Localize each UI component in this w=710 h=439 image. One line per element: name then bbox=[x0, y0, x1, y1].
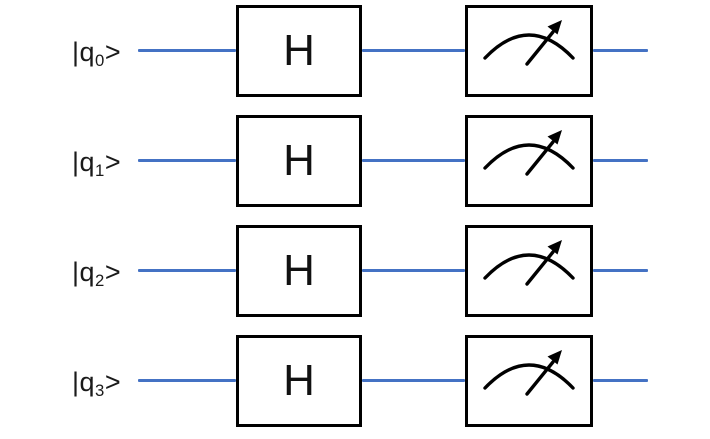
qubit-row: |q1> H bbox=[0, 115, 710, 207]
qubit-wire-segment bbox=[362, 379, 465, 382]
qubit-index-subscript: 2 bbox=[95, 270, 105, 290]
qubit-label: |q1> bbox=[72, 147, 121, 181]
qubit-wire-segment bbox=[593, 49, 648, 52]
meter-icon bbox=[483, 20, 575, 66]
qubit-wire-segment bbox=[138, 159, 236, 162]
meter-icon bbox=[483, 350, 575, 396]
qubit-index-subscript: 3 bbox=[95, 380, 105, 400]
qubit-row: |q3> H bbox=[0, 335, 710, 427]
hadamard-gate-label: H bbox=[283, 356, 315, 405]
qubit-label: |q2> bbox=[72, 257, 121, 291]
hadamard-gate: H bbox=[236, 115, 362, 207]
measurement-gate bbox=[465, 225, 593, 317]
qubit-row: |q0> H bbox=[0, 5, 710, 97]
qubit-wire-segment bbox=[138, 379, 236, 382]
hadamard-gate-label: H bbox=[283, 246, 315, 295]
hadamard-gate: H bbox=[236, 225, 362, 317]
ket-suffix: > bbox=[104, 367, 122, 398]
qubit-wire-segment bbox=[362, 159, 465, 162]
meter-icon bbox=[483, 130, 575, 176]
qubit-wire-segment bbox=[138, 269, 236, 272]
qubit-wire-segment bbox=[362, 269, 465, 272]
ket-suffix: > bbox=[104, 37, 122, 68]
hadamard-gate: H bbox=[236, 5, 362, 97]
ket-suffix: > bbox=[104, 147, 122, 178]
meter-icon bbox=[483, 240, 575, 286]
qubit-label: |q0> bbox=[72, 37, 121, 71]
qubit-row: |q2> H bbox=[0, 225, 710, 317]
ket-prefix: |q bbox=[72, 147, 96, 178]
qubit-wire-segment bbox=[593, 379, 648, 382]
qubit-wire-segment bbox=[362, 49, 465, 52]
qubit-wire-segment bbox=[138, 49, 236, 52]
measurement-gate bbox=[465, 5, 593, 97]
qubit-wire-segment bbox=[593, 269, 648, 272]
qubit-index-subscript: 0 bbox=[95, 50, 105, 70]
hadamard-gate: H bbox=[236, 335, 362, 427]
measurement-gate bbox=[465, 115, 593, 207]
qubit-label: |q3> bbox=[72, 367, 121, 401]
measurement-gate bbox=[465, 335, 593, 427]
ket-prefix: |q bbox=[72, 37, 96, 68]
ket-prefix: |q bbox=[72, 367, 96, 398]
qubit-wire-segment bbox=[593, 159, 648, 162]
hadamard-gate-label: H bbox=[283, 136, 315, 185]
hadamard-gate-label: H bbox=[283, 26, 315, 75]
qubit-index-subscript: 1 bbox=[95, 160, 105, 180]
ket-prefix: |q bbox=[72, 257, 96, 288]
ket-suffix: > bbox=[104, 257, 122, 288]
